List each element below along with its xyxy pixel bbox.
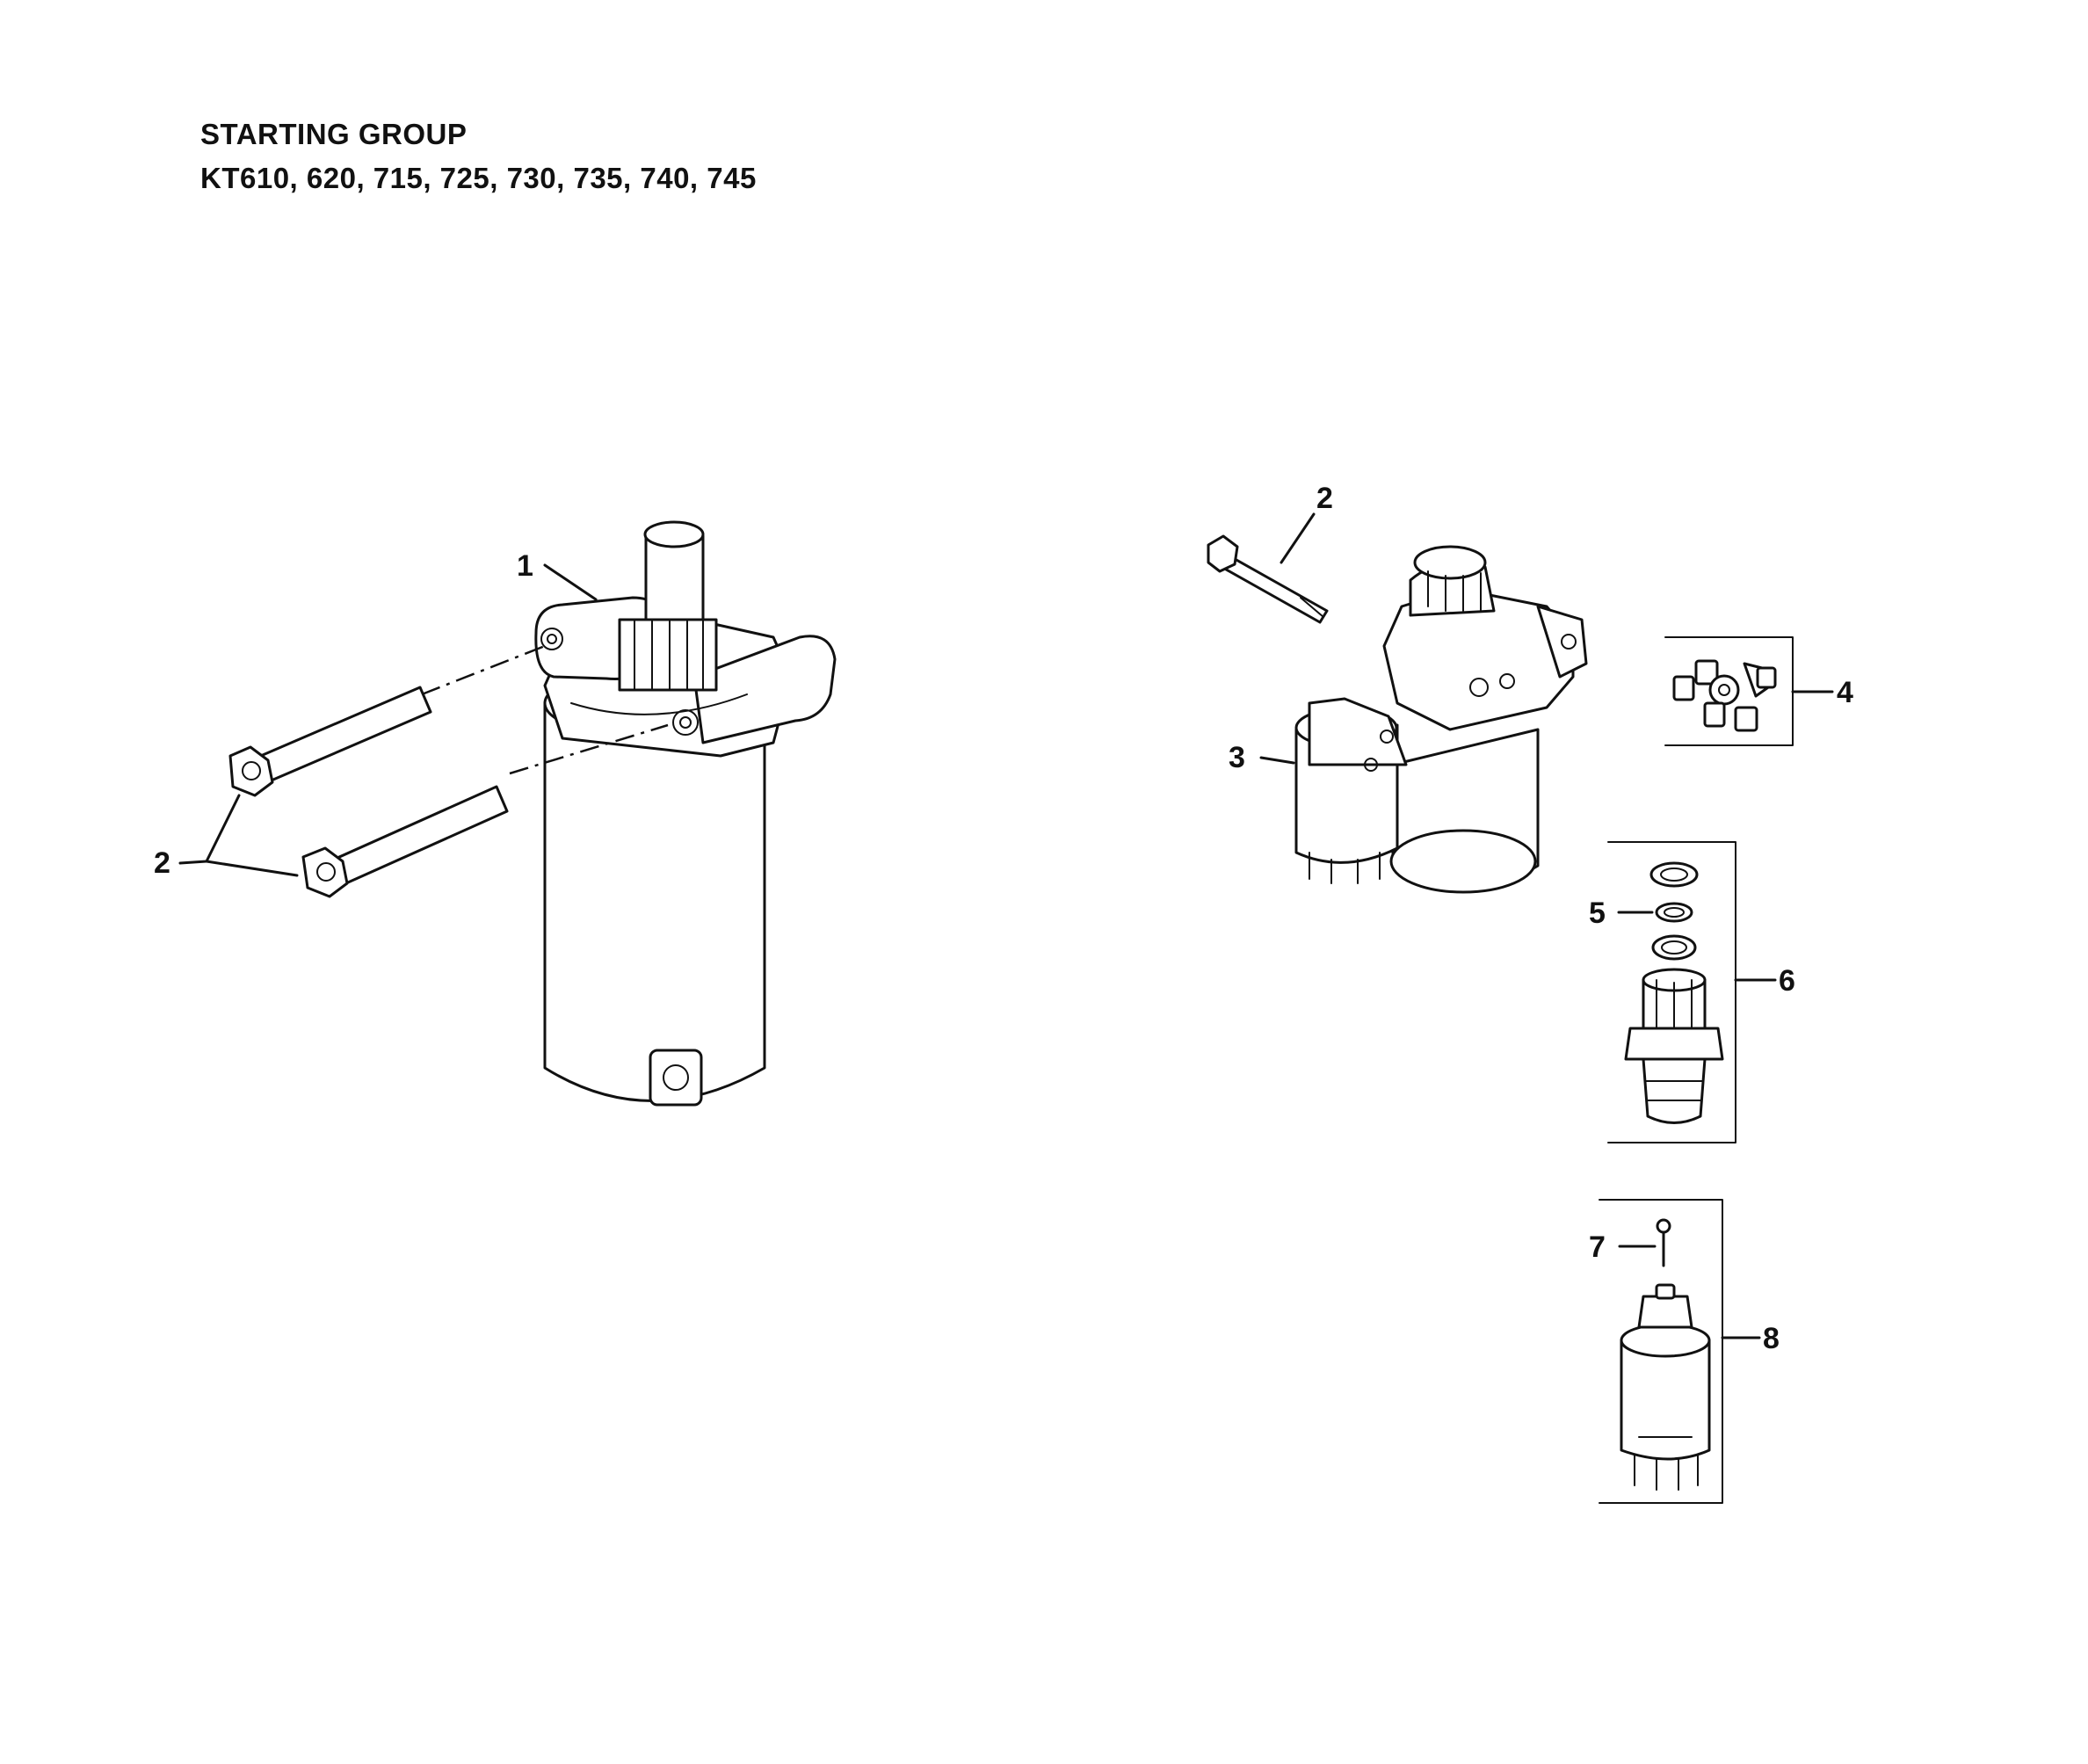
callout-7: 7 <box>1589 1230 1606 1264</box>
callout-1: 1 <box>517 549 533 583</box>
model-list: KT610, 620, 715, 725, 730, 735, 740, 745 <box>200 162 757 194</box>
callout-3: 3 <box>1229 741 1245 774</box>
callout-5: 5 <box>1589 897 1606 930</box>
callout-2-right: 2 <box>1316 482 1333 515</box>
callout-6: 6 <box>1779 964 1795 998</box>
solenoid-kit <box>1599 1199 1723 1504</box>
brush-kit <box>1664 636 1794 746</box>
starter-motor-left <box>421 520 837 1107</box>
mounting-bolt-lower <box>301 785 509 898</box>
starter-motor-right <box>1382 545 1588 894</box>
callout-2-left: 2 <box>154 846 170 880</box>
mounting-bolt-upper <box>228 686 432 797</box>
through-bolt <box>1207 534 1329 624</box>
solenoid-on-starter <box>1294 697 1408 884</box>
callout-8: 8 <box>1763 1322 1780 1355</box>
callout-4: 4 <box>1837 676 1853 709</box>
drive-kit <box>1607 841 1736 1143</box>
diagram-title: STARTING GROUP <box>200 118 468 150</box>
